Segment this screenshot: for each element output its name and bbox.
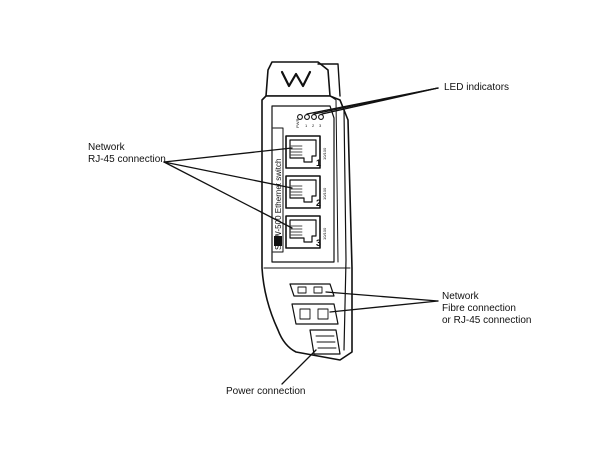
port-number-2: 2 — [316, 198, 321, 208]
port-speed-3: 10/100 — [322, 227, 327, 240]
port-number-1: 1 — [316, 158, 321, 168]
led-indicators-label: LED indicators — [444, 82, 510, 93]
leader-lines — [163, 87, 439, 385]
rj45-port-1 — [285, 135, 321, 169]
logo-icon — [280, 70, 312, 88]
port-speed-1: 10/100 — [322, 147, 327, 160]
rj45-port-2 — [285, 175, 321, 209]
port-number-3: 3 — [316, 238, 321, 248]
fibre-port-1 — [289, 283, 335, 297]
power-connector — [309, 329, 341, 355]
port-speed-2: 10/100 — [322, 187, 327, 200]
fibre-connection-label: Network Fibre connection or RJ-45 connec… — [442, 291, 532, 326]
led-label-1: 1 — [305, 123, 308, 128]
power-connection-label: Power connection — [226, 386, 306, 397]
led-label-2: 2 — [312, 123, 315, 128]
rj45-connection-label: Network RJ-45 connection — [88, 142, 166, 165]
fibre-port-2 — [291, 303, 339, 325]
led-label-pwr: PWR — [295, 119, 300, 128]
rj45-port-3 — [285, 215, 321, 249]
led-label-3: 3 — [319, 123, 322, 128]
model-text: SDW-500 Ethernet switch — [274, 159, 283, 250]
